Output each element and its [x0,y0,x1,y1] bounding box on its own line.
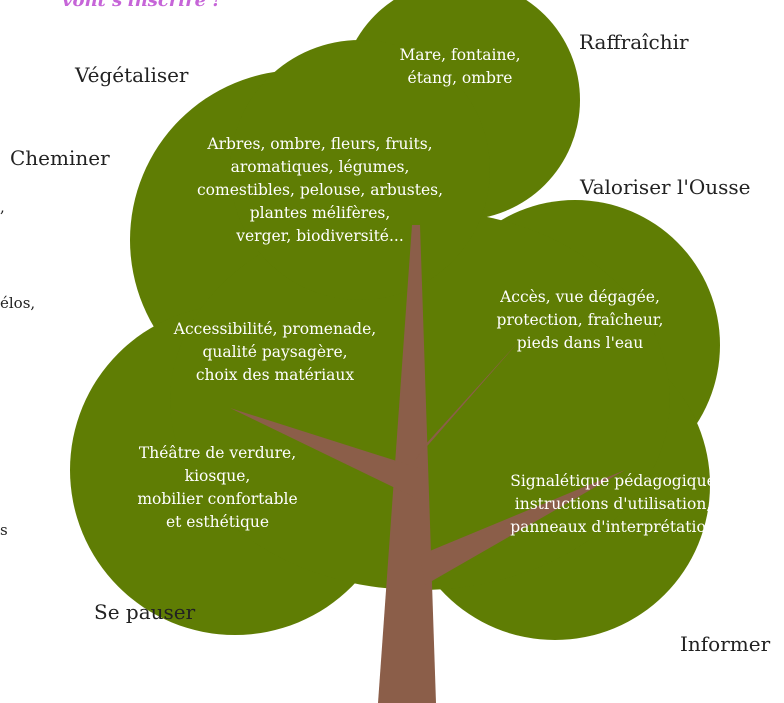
label-vegetaliser: Végétaliser [75,63,189,87]
label-informer: Informer [680,632,771,656]
label-rafraichir: Raffraîchir [579,30,689,54]
tree-trunk [230,225,625,703]
label-cheminer: Cheminer [10,146,110,170]
block-rest: Théâtre de verdure, kiosque, mobilier co… [137,444,298,531]
block-inform: Signalétique pédagogique instructions d'… [510,472,716,536]
heading-fragment: vont s'inscrire ! [62,0,221,11]
edge-fragment-s: s [0,521,8,539]
edge-fragment-velos: élos, [0,294,36,312]
block-plants: Arbres, ombre, fleurs, fruits, aromatiqu… [196,135,444,245]
block-access: Accès, vue dégagée, protection, fraîcheu… [496,288,664,352]
block-water: Mare, fontaine, étang, ombre [399,46,521,87]
edge-fragment-comma: , [0,198,5,216]
label-valoriser: Valoriser l'Ousse [580,175,751,199]
block-walk: Accessibilité, promenade, qualité paysag… [173,320,377,384]
label-se-pauser: Se pauser [94,600,196,624]
